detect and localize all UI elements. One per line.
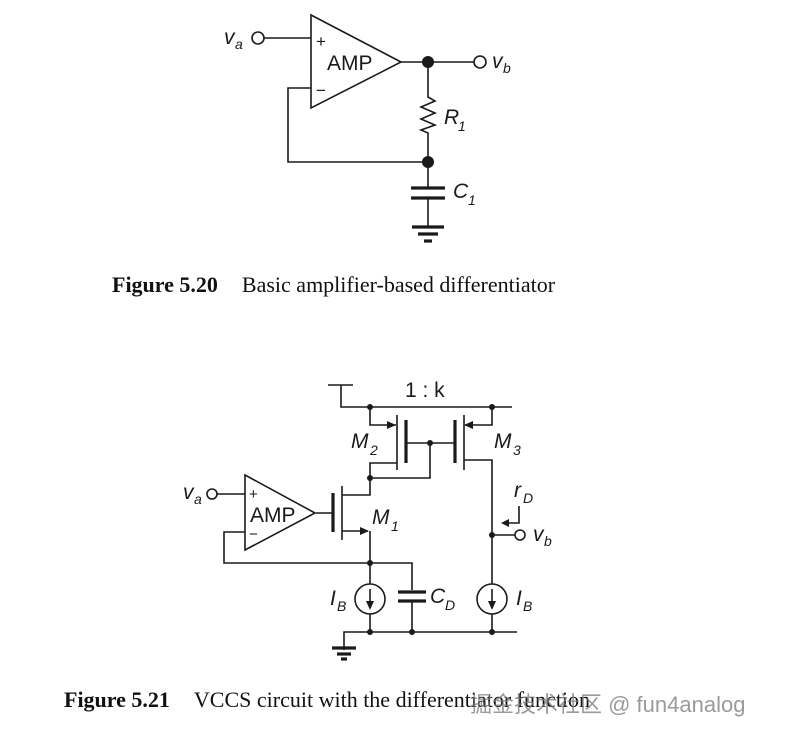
svg-text:+: + [249,486,258,503]
watermark: 掘金技术社区 @ fun4analog [470,692,746,717]
fig520-feedback [287,87,434,168]
plus-sign: + [316,32,326,51]
svg-text:v: v [183,481,195,504]
fig521-capacitor-cd: C D [398,585,455,632]
svg-text:D: D [445,597,455,613]
fig520-resistor: R 1 [418,62,466,162]
amp-label: AMP [327,52,373,75]
caption-text: VCCS circuit with the differentiator fun… [193,687,591,712]
fig520-output: v b [401,50,511,76]
svg-text:I: I [516,587,522,610]
svg-text:1: 1 [468,192,476,208]
fig521-ground-rail [343,629,517,650]
svg-text:C: C [430,585,446,608]
figure-number: Figure 5.21 [64,687,170,712]
svg-text:v: v [533,523,545,546]
fig520-input: v a [224,26,311,52]
fig521-current-source-2: I B [476,535,532,632]
svg-text:b: b [544,533,552,549]
svg-text:I: I [330,587,336,610]
fig521-m2: M 2 [351,407,408,478]
minus-sign: − [316,81,326,100]
svg-text:R: R [444,106,459,129]
svg-text:a: a [194,491,202,507]
fig521-supply-rail: 1 : k [328,379,512,410]
svg-text:1: 1 [458,118,466,134]
svg-text:D: D [523,490,533,506]
svg-text:1: 1 [391,518,399,534]
caption-text: Basic amplifier-based differentiator [241,272,556,297]
fig521-m3: M 3 [453,407,521,535]
figure-5-21-caption: Figure 5.21 VCCS circuit with the differe… [64,687,590,713]
fig520-ground-icon [412,225,444,243]
fig521-ground-icon [332,646,356,661]
fig521-current-source-1: I B [330,563,386,632]
fig521-amplifier: AMP + − v a [183,473,413,590]
svg-text:B: B [337,598,346,614]
svg-text:M: M [351,430,369,453]
output-terminal [473,55,487,69]
svg-text:b: b [503,60,511,76]
svg-text:C: C [453,180,469,203]
svg-text:v: v [224,26,236,49]
svg-text:M: M [372,506,390,529]
svg-text:−: − [249,526,258,543]
svg-text:r: r [514,479,522,502]
svg-text:3: 3 [513,442,521,458]
fig520-amplifier: AMP + − [310,13,403,110]
fig520-capacitor: C 1 [411,162,476,226]
mirror-ratio-label: 1 : k [405,379,445,402]
fig521-m1: M 1 [316,478,399,563]
svg-text:M: M [494,430,512,453]
svg-text:B: B [523,598,532,614]
input-terminal [206,488,218,500]
fig521-gate-tie [367,440,455,481]
figure-number: Figure 5.20 [112,272,218,297]
input-terminal [251,31,265,45]
svg-text:2: 2 [369,442,378,458]
fig521-output: v b r D [489,479,552,549]
svg-text:AMP: AMP [250,504,296,527]
svg-text:v: v [492,50,504,73]
figure-5-20-caption: Figure 5.20 Basic amplifier-based differe… [112,272,555,298]
svg-text:a: a [235,36,243,52]
